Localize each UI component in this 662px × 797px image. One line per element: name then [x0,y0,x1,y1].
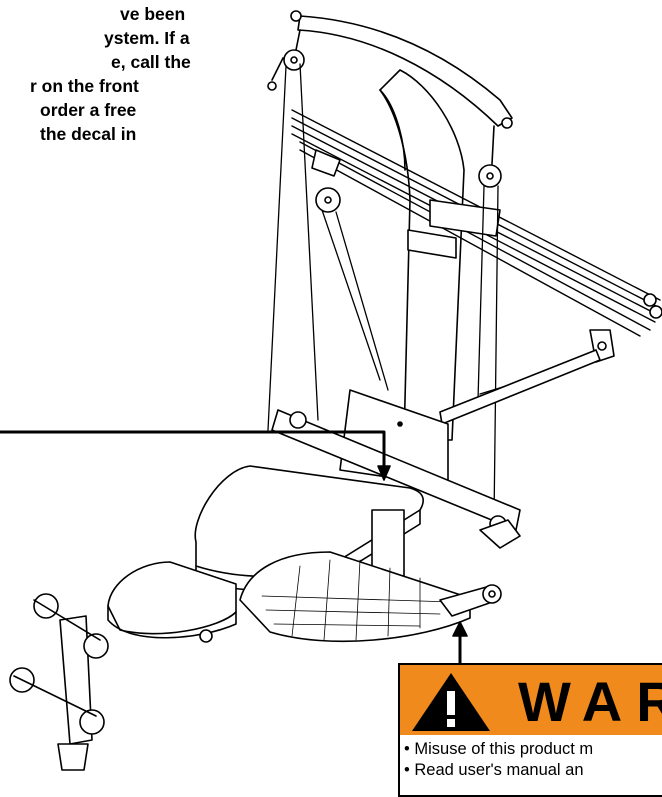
warning-text: • Misuse of this product m • Read user's… [404,739,593,781]
intro-line: the decal in [40,124,137,144]
foot-platform [239,551,471,643]
intro-line: ystem. If a [104,28,190,48]
warning-header: WAR [400,665,662,735]
warning-line: • Read user's manual an [404,761,584,779]
intro-line: r on the front [30,76,139,96]
warning-line: • Misuse of this product m [404,740,594,758]
cables [267,63,591,521]
leg-pad [107,561,237,635]
intro-line: order a free [40,100,137,120]
warning-triangle-icon [412,673,490,731]
warning-decal: WAR • Misuse of this product m • Read us… [398,663,662,797]
intro-paragraph: ve been ystem. If a e, call the r on the… [0,2,220,146]
intro-line: e, call the [111,52,191,72]
intro-line: ve been [120,4,186,24]
warning-heading: WAR [518,670,662,733]
seat-pad [194,465,424,578]
